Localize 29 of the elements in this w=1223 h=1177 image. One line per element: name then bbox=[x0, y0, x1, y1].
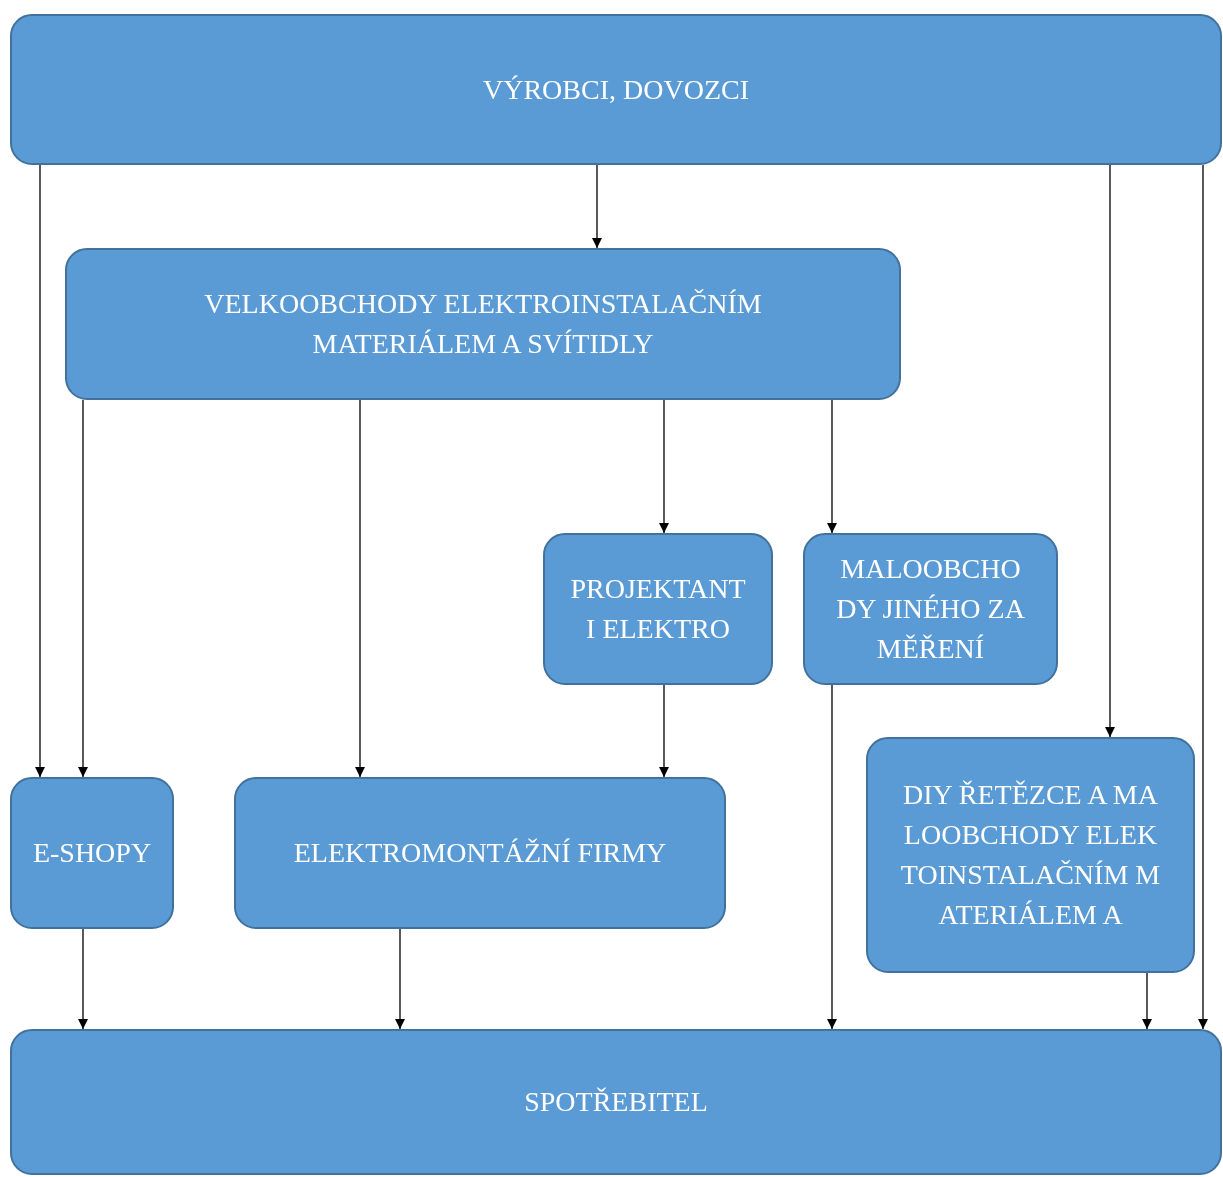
node-label: E-SHOPY bbox=[32, 836, 152, 870]
process-box bbox=[543, 533, 773, 685]
process-box bbox=[65, 248, 901, 400]
arrow bbox=[395, 928, 405, 1030]
node-label: SPOTŘEBITEL bbox=[524, 1085, 708, 1119]
process-box bbox=[10, 1029, 1222, 1175]
node-label: ELEKTROMONTÁŽNÍ FIRMY bbox=[293, 836, 667, 870]
process-box bbox=[10, 777, 174, 929]
arrow bbox=[1105, 164, 1115, 738]
process-box bbox=[10, 14, 1222, 165]
arrow bbox=[1198, 164, 1208, 1030]
node-label: VELKOOBCHODY ELEKTROINSTALAČNÍM MATERIÁLEM A SVÍTIDLY bbox=[203, 287, 763, 361]
arrow bbox=[659, 684, 669, 778]
node-label: PROJEKTANTI ELEKTRO bbox=[569, 572, 747, 646]
arrow bbox=[592, 164, 602, 249]
arrow bbox=[78, 928, 88, 1030]
arrow bbox=[1142, 972, 1152, 1030]
node-label: DIY ŘETĚZCE A MALOOBCHODY ELEKTOINSTALAČNÍM MATERIÁLEM A bbox=[899, 778, 1162, 932]
arrow bbox=[659, 399, 669, 534]
arrow bbox=[827, 399, 837, 534]
arrow bbox=[827, 684, 837, 1030]
node-label: MALOOBCHODY JINÉHO ZAMĚŘENÍ bbox=[835, 552, 1026, 666]
process-box bbox=[866, 737, 1195, 973]
arrow bbox=[35, 164, 45, 778]
node-label: VÝROBCI, DOVOZCI bbox=[483, 72, 749, 107]
arrow bbox=[78, 399, 88, 778]
arrow bbox=[355, 399, 365, 778]
process-box bbox=[803, 533, 1058, 685]
process-box bbox=[234, 777, 726, 929]
